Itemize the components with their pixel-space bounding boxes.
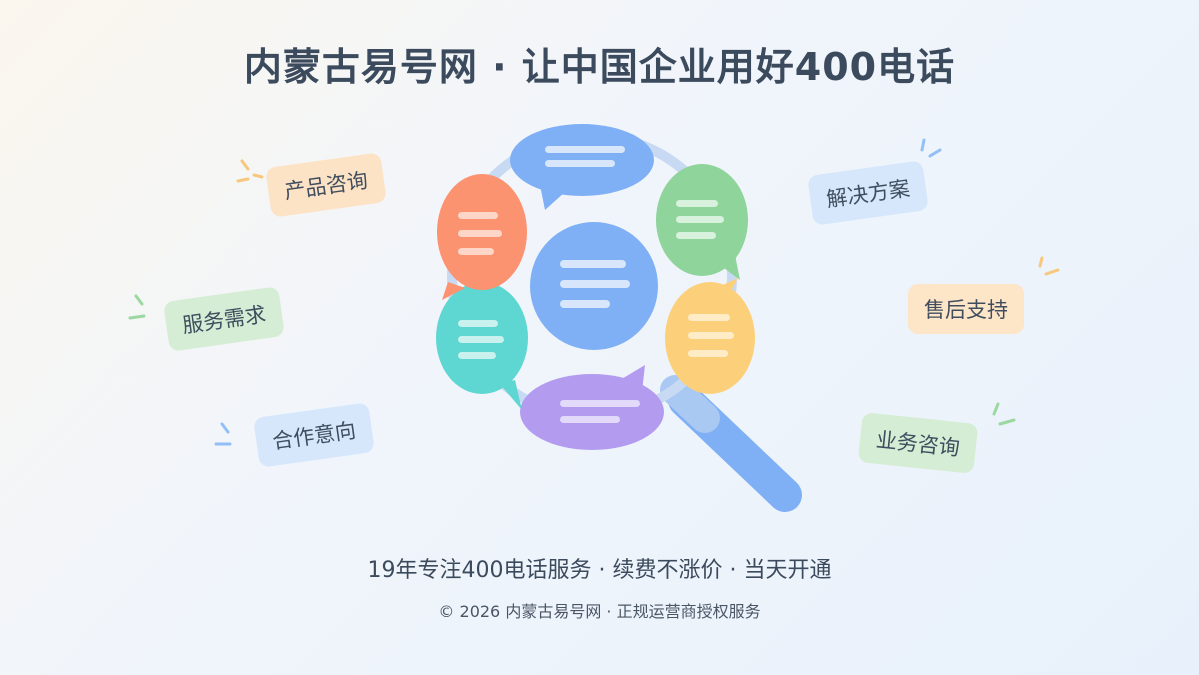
chat-bubble-icon xyxy=(436,282,528,410)
magnifier-handle xyxy=(660,375,802,512)
tag-after-sales: 售后支持 xyxy=(908,284,1024,334)
chat-bubble-icon xyxy=(510,124,654,210)
chat-bubble-icon xyxy=(520,365,664,450)
page-title: 内蒙古易号网 · 让中国企业用好400电话 xyxy=(243,45,956,89)
magnifier-illustration xyxy=(436,124,802,512)
sparkle-icon xyxy=(920,138,942,158)
sparkle-icon xyxy=(214,422,232,446)
sparkle-icon xyxy=(128,294,146,320)
chat-bubble-icon xyxy=(437,174,527,300)
tag-solution: 解决方案 xyxy=(807,160,929,226)
tag-service-needs: 服务需求 xyxy=(163,286,285,352)
copyright: © 2026 内蒙古易号网 · 正规运营商授权服务 xyxy=(438,602,761,621)
tagline: 19年专注400电话服务 · 续费不涨价 · 当天开通 xyxy=(367,558,832,583)
chat-bubble-icon xyxy=(665,278,755,394)
chat-bubble-icon xyxy=(530,222,658,350)
chat-bubble-icon xyxy=(656,164,748,280)
tag-cooperation: 合作意向 xyxy=(253,402,375,468)
tag-business-consulting: 业务咨询 xyxy=(857,412,979,474)
sparkle-icon xyxy=(236,159,264,183)
tag-product-consulting: 产品咨询 xyxy=(265,152,387,218)
sparkle-icon xyxy=(992,402,1016,426)
sparkle-icon xyxy=(1038,256,1060,276)
